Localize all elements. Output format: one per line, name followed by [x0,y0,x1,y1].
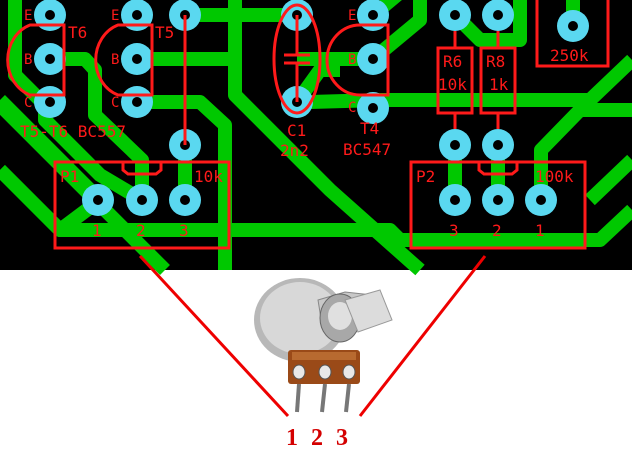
svg-text:250k: 250k [550,46,589,65]
svg-text:100k: 100k [535,167,574,186]
svg-text:2: 2 [311,425,323,451]
svg-text:B: B [348,52,356,68]
svg-text:10k: 10k [438,75,467,94]
c1-outline [272,3,322,115]
svg-text:3: 3 [336,425,348,451]
potentiometer-photo [254,278,393,413]
t4-outline [325,23,390,97]
svg-text:2: 2 [492,221,502,240]
pad-hole [450,195,460,205]
svg-text:C: C [111,95,119,111]
pad-hole [45,97,55,107]
svg-text:E: E [24,8,32,24]
svg-text:T5-T6 BC557: T5-T6 BC557 [20,122,126,141]
svg-text:1: 1 [535,221,545,240]
svg-text:BC547: BC547 [343,140,391,159]
pad-hole [180,195,190,205]
silk-labels: E B C T6 E B C T5 T5-T6 BC557 C1 2n2 E B… [20,8,589,240]
svg-text:T5: T5 [155,23,174,42]
t6-outline [6,23,66,97]
silkscreen [6,0,610,250]
pad-hole [450,10,460,20]
svg-text:R8: R8 [486,52,505,71]
svg-text:1k: 1k [489,75,509,94]
svg-text:C: C [24,95,32,111]
svg-text:C: C [348,100,356,116]
svg-text:B: B [24,52,32,68]
pad-hole [93,195,103,205]
svg-text:2: 2 [136,221,146,240]
pad-hole [137,195,147,205]
svg-text:T6: T6 [68,23,87,42]
svg-text:E: E [111,8,119,24]
svg-text:1: 1 [286,425,298,451]
svg-text:2n2: 2n2 [280,141,309,160]
svg-text:10k: 10k [194,167,223,186]
p2-outline [409,160,587,250]
p1-outline [53,160,231,250]
pad-hole [493,195,503,205]
pad-hole [450,140,460,150]
pad-hole [132,97,142,107]
svg-text:T4: T4 [360,119,379,138]
pad-hole [536,195,546,205]
svg-text:P1: P1 [60,167,79,186]
pad-hole [568,21,578,31]
pad-hole [45,10,55,20]
pad-hole [368,103,378,113]
svg-text:C1: C1 [287,121,306,140]
svg-text:B: B [111,52,119,68]
svg-text:P2: P2 [416,167,435,186]
pad-hole [132,10,142,20]
pad-hole [368,54,378,64]
pot-pin-numbers: 1 2 3 [286,425,348,451]
pad-hole [132,54,142,64]
pad-hole [493,140,503,150]
pad-hole [368,10,378,20]
svg-text:R6: R6 [443,52,462,71]
pointer-lines [138,254,487,418]
svg-text:3: 3 [449,221,459,240]
svg-text:3: 3 [179,221,189,240]
pad-hole [45,54,55,64]
pad-hole [493,10,503,20]
t5-outline [94,23,154,97]
svg-text:1: 1 [92,221,102,240]
svg-text:E: E [348,8,356,24]
